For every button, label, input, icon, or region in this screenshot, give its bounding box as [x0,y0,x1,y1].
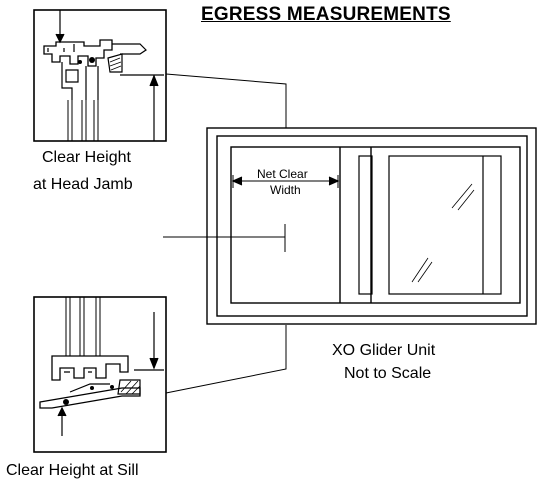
leader-lines [163,73,287,394]
head-jamb-caption-line2: at Head Jamb [33,176,133,193]
unit-caption-line2: Not to Scale [344,365,432,382]
sill-detail [33,296,167,453]
page-title: EGRESS MEASUREMENTS [201,4,451,25]
glider-unit [206,127,537,325]
head-jamb-detail [33,9,167,142]
net-clear-width-label-line1: Net Clear [257,167,308,181]
head-jamb-caption-line1: Clear Height [42,149,131,166]
unit-caption-line1: XO Glider Unit [332,342,436,359]
sill-caption: Clear Height at Sill [6,462,139,479]
net-clear-width-label-line2: Width [270,183,301,197]
